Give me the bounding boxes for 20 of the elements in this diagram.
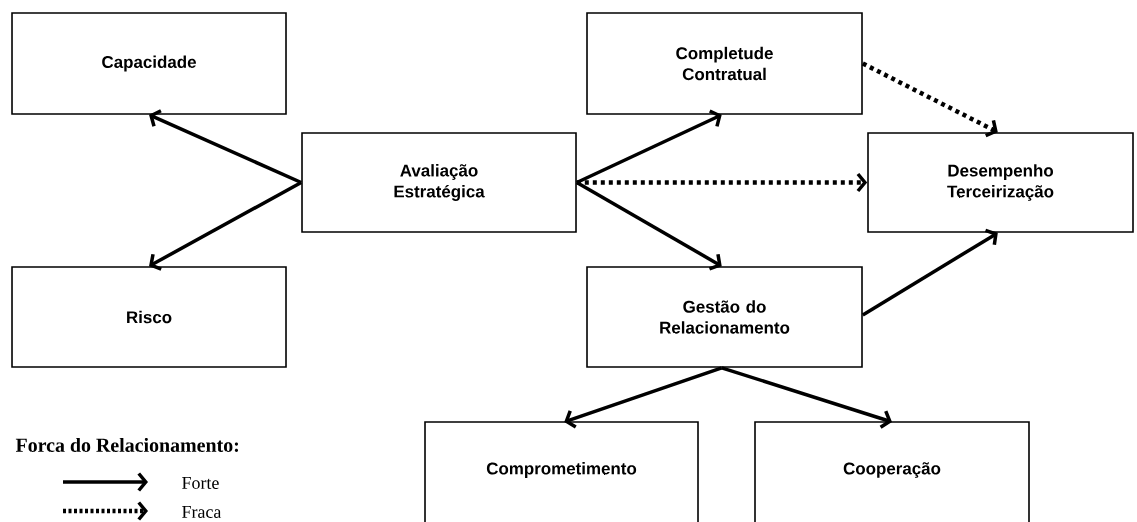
- arrow: [564, 366, 723, 429]
- arrow: [861, 228, 998, 317]
- process-box: Desempenho Terceirização: [867, 132, 1134, 233]
- process-box: Comprometimento: [424, 421, 699, 522]
- arrow: [576, 109, 722, 185]
- legend-text: Fraca: [182, 506, 222, 518]
- process-box: Cooperação: [754, 421, 1030, 522]
- arrow: [861, 61, 998, 138]
- arrow: [575, 180, 722, 271]
- process-box: Avaliação Estratégica: [301, 132, 577, 233]
- arrow: [576, 172, 868, 193]
- legend-title: Forca do Relacionamento:: [15, 437, 239, 453]
- process-box: Gestão do Relacionamento: [586, 266, 863, 368]
- process-box: Capacidade: [11, 12, 287, 115]
- arrow: [149, 180, 303, 271]
- process-box: Risco: [11, 266, 287, 368]
- arrow: [149, 109, 302, 185]
- process-box: Completude Contratual: [586, 12, 863, 115]
- legend-text: Forte: [182, 477, 219, 489]
- arrow: [721, 366, 892, 429]
